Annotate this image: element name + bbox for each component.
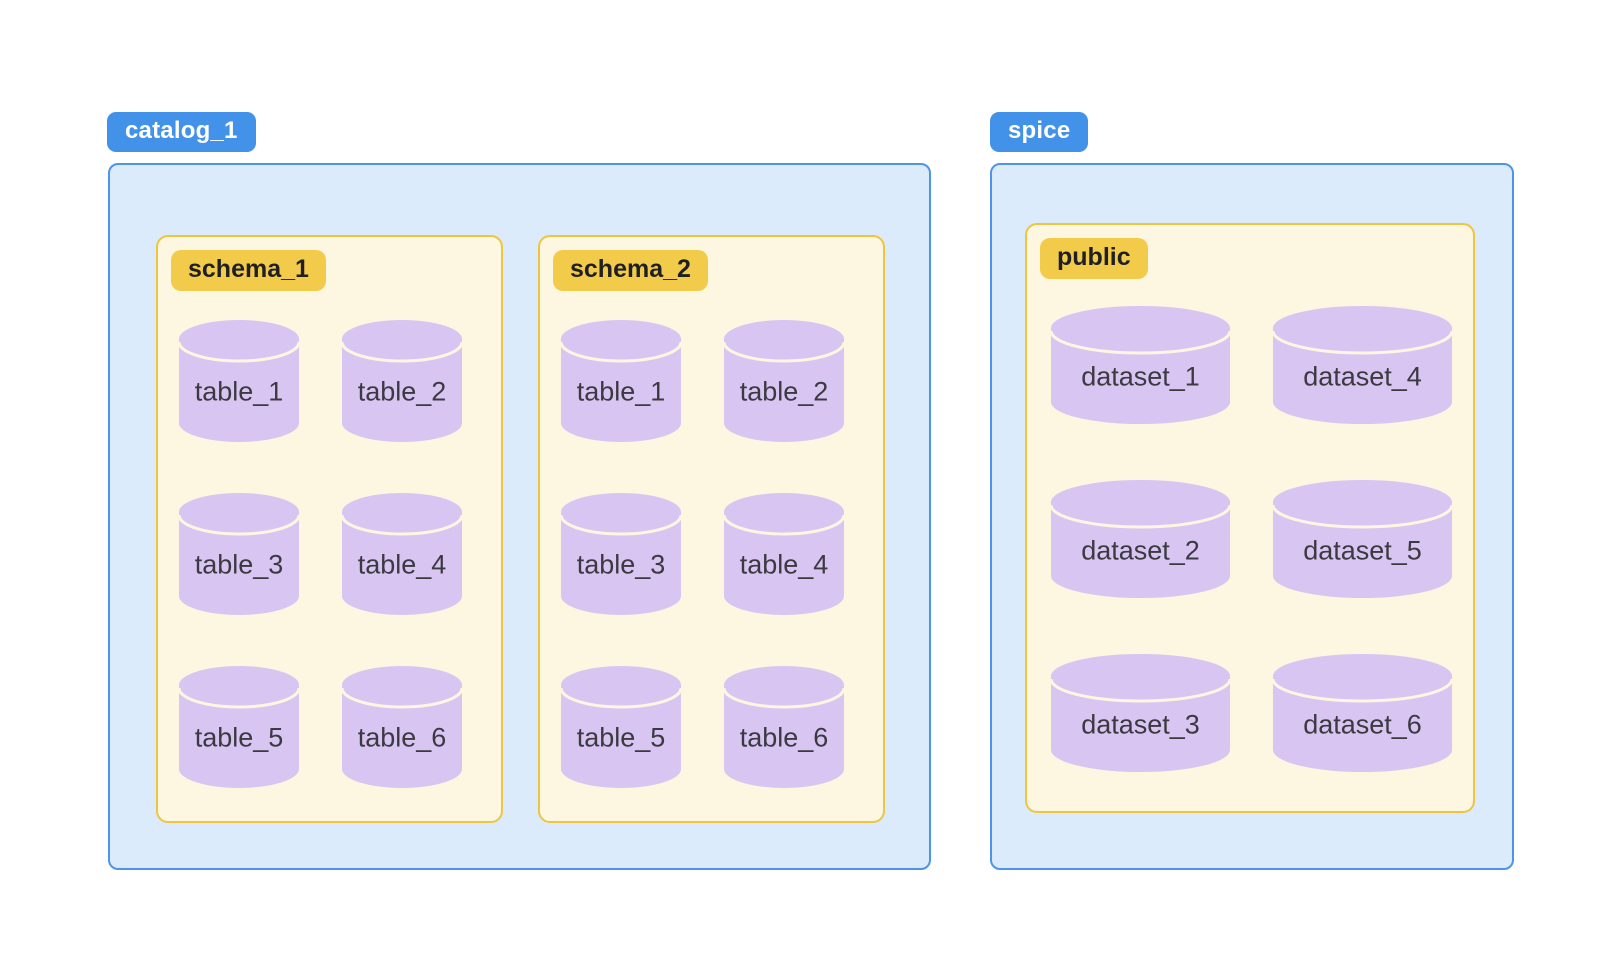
table-cylinder: table_3 (558, 491, 684, 617)
dataset-cylinder: dataset_2 (1048, 478, 1233, 602)
table-label: table_4 (357, 549, 447, 580)
table-cylinder: table_1 (176, 318, 302, 444)
database-cylinder-icon (722, 320, 846, 442)
public-badge: public (1040, 238, 1148, 279)
database-cylinder-icon (559, 493, 683, 615)
database-cylinder-icon (1049, 480, 1232, 598)
database-cylinder-icon (1271, 654, 1454, 772)
database-cylinder-icon (559, 666, 683, 788)
dataset-cylinder: dataset_6 (1270, 652, 1455, 776)
schema-1-box: schema_1 table_1 table_2 (156, 235, 503, 823)
table-cylinder: table_6 (339, 664, 465, 790)
schema-2-box: schema_2 table_1 table_2 (538, 235, 885, 823)
database-cylinder-icon (177, 493, 301, 615)
spice-badge: spice (990, 112, 1089, 152)
database-cylinder-icon (1271, 480, 1454, 598)
dataset-label: dataset_4 (1303, 361, 1422, 392)
schema-1-table-grid: table_1 table_2 table_3 (176, 318, 465, 790)
table-cylinder: table_2 (339, 318, 465, 444)
dataset-cylinder: dataset_3 (1048, 652, 1233, 776)
table-label: table_3 (576, 549, 666, 580)
table-label: table_1 (576, 376, 666, 407)
dataset-label: dataset_6 (1303, 709, 1422, 740)
schema-1-badge: schema_1 (171, 250, 326, 291)
database-cylinder-icon (722, 493, 846, 615)
database-cylinder-icon (1049, 306, 1232, 424)
table-label: table_1 (194, 376, 284, 407)
table-label: table_3 (194, 549, 284, 580)
table-label: table_6 (357, 722, 447, 753)
database-cylinder-icon (722, 666, 846, 788)
table-label: table_5 (194, 722, 284, 753)
dataset-label: dataset_1 (1081, 361, 1200, 392)
table-label: table_2 (357, 376, 447, 407)
database-cylinder-icon (559, 320, 683, 442)
table-cylinder: table_6 (721, 664, 847, 790)
database-cylinder-icon (1271, 306, 1454, 424)
table-cylinder: table_5 (558, 664, 684, 790)
table-label: table_5 (576, 722, 666, 753)
table-label: table_6 (739, 722, 829, 753)
dataset-cylinder: dataset_1 (1048, 304, 1233, 428)
schema-2-table-grid: table_1 table_2 table_3 (558, 318, 847, 790)
table-label: table_4 (739, 549, 829, 580)
table-cylinder: table_1 (558, 318, 684, 444)
dataset-label: dataset_2 (1081, 535, 1200, 566)
table-cylinder: table_3 (176, 491, 302, 617)
dataset-cylinder: dataset_5 (1270, 478, 1455, 602)
table-cylinder: table_2 (721, 318, 847, 444)
database-cylinder-icon (340, 493, 464, 615)
database-cylinder-icon (340, 320, 464, 442)
catalog-badge: catalog_1 (107, 112, 256, 152)
database-cylinder-icon (177, 666, 301, 788)
dataset-cylinder: dataset_4 (1270, 304, 1455, 428)
database-cylinder-icon (177, 320, 301, 442)
table-cylinder: table_4 (721, 491, 847, 617)
dataset-label: dataset_5 (1303, 535, 1422, 566)
table-cylinder: table_4 (339, 491, 465, 617)
table-cylinder: table_5 (176, 664, 302, 790)
database-cylinder-icon (340, 666, 464, 788)
database-cylinder-icon (1049, 654, 1232, 772)
public-box: public dataset_1 dataset_4 (1025, 223, 1475, 813)
dataset-label: dataset_3 (1081, 709, 1200, 740)
schema-2-badge: schema_2 (553, 250, 708, 291)
public-dataset-grid: dataset_1 dataset_4 dataset_2 (1048, 304, 1455, 776)
table-label: table_2 (739, 376, 829, 407)
